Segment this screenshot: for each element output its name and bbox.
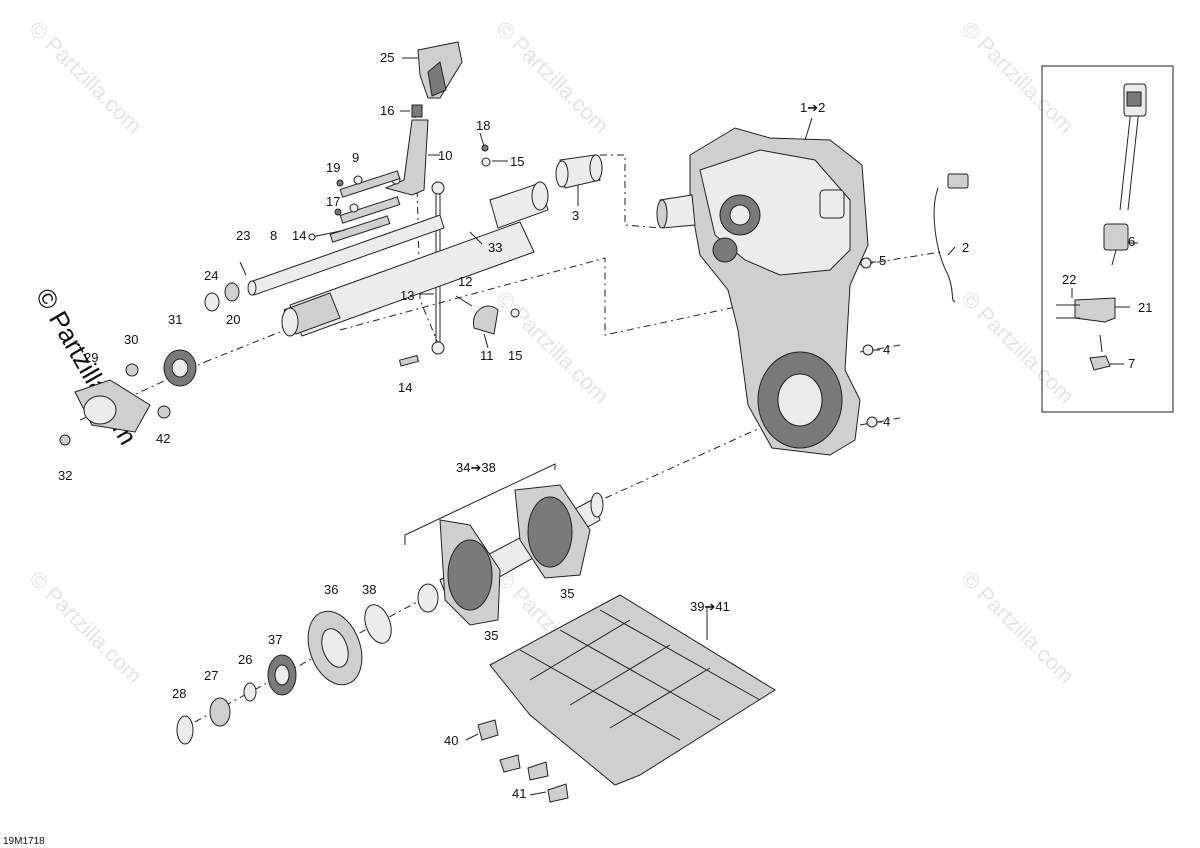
callout-11: 11 (480, 348, 494, 363)
diagram-reference: 19M1718 (3, 836, 45, 847)
callout-35b: 35 (484, 628, 498, 643)
watermark: © Partzilla.com (956, 566, 1079, 689)
callout-8: 8 (270, 228, 277, 243)
shaft-8 (239, 214, 445, 296)
callout-22: 22 (1062, 272, 1076, 287)
callout-15b: 15 (508, 348, 522, 363)
shift-lever-group (329, 41, 463, 243)
callout-27: 27 (204, 668, 218, 683)
small-hardware (308, 144, 878, 428)
callout-15: 15 (510, 154, 524, 169)
callout-3: 3 (572, 208, 579, 223)
callout-5: 5 (879, 253, 886, 268)
callout-26: 26 (238, 652, 252, 667)
gearbox-housing (656, 127, 869, 456)
callout-37: 37 (268, 632, 282, 647)
callout-17: 17 (326, 194, 340, 209)
callout-18: 18 (476, 118, 490, 133)
callout-10: 10 (438, 148, 452, 163)
callout-32: 32 (58, 468, 72, 483)
watermark: © Partzilla.com (956, 16, 1079, 139)
callout-24: 24 (204, 268, 218, 283)
watermark: © Partzilla.com (491, 16, 614, 139)
callout-33: 33 (488, 240, 502, 255)
callout-4: 4 (883, 342, 890, 357)
callout-35: 35 (560, 586, 574, 601)
callout-20: 20 (226, 312, 240, 327)
callout-34-38: 34➔38 (456, 460, 496, 475)
bearing-housing (59, 349, 197, 446)
callout-28: 28 (172, 686, 186, 701)
speed-sensor-2 (933, 173, 969, 303)
callout-23: 23 (236, 228, 250, 243)
callout-13: 13 (400, 288, 414, 303)
track-clip-set (477, 594, 776, 803)
callout-4b: 4 (883, 414, 890, 429)
callout-41: 41 (512, 786, 526, 801)
drive-axle (404, 463, 604, 626)
callout-9: 9 (352, 150, 359, 165)
callout-38: 38 (362, 582, 376, 597)
sensor-kit-box (1041, 65, 1174, 413)
callout-19: 19 (326, 160, 340, 175)
callout-6: 6 (1128, 234, 1135, 249)
watermark: © Partzilla.com (24, 566, 147, 689)
axle-end-parts (176, 604, 392, 745)
callout-39-41: 39➔41 (690, 599, 730, 614)
leader-lines (400, 57, 1138, 796)
watermark: © Partzilla.com (24, 16, 147, 139)
sleeve-3 (204, 154, 603, 312)
callout-14b: 14 (398, 380, 412, 395)
callout-12: 12 (458, 274, 472, 289)
shaft-33 (281, 181, 549, 337)
callout-7: 7 (1128, 356, 1135, 371)
callout-labels: 25 16 18 9 10 15 19 17 14 23 8 33 3 1➔2 … (58, 50, 1152, 801)
callout-16: 16 (380, 103, 394, 118)
callout-25: 25 (380, 50, 394, 65)
callout-42: 42 (156, 431, 170, 446)
watermark: © Partzilla.com (956, 286, 1079, 409)
callout-1-2: 1➔2 (800, 100, 825, 115)
callout-40: 40 (444, 733, 458, 748)
callout-36: 36 (324, 582, 338, 597)
callout-30: 30 (124, 332, 138, 347)
callout-29: 29 (84, 350, 98, 365)
callout-14: 14 (292, 228, 306, 243)
callout-2: 2 (962, 240, 969, 255)
callout-31: 31 (168, 312, 182, 327)
callout-21: 21 (1138, 300, 1152, 315)
